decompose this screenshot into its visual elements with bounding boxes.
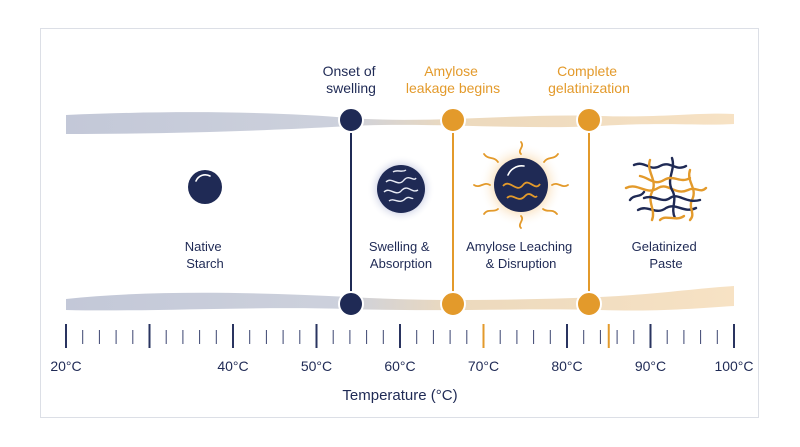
leakage-node-bottom (440, 291, 466, 317)
onset-node-bottom (338, 291, 364, 317)
onset-label: Onset of swelling (323, 63, 380, 96)
stage-label-gelatinized: Gelatinized Paste (632, 239, 701, 271)
tick-label: 20°C (50, 358, 81, 374)
onset-node-top (338, 107, 364, 133)
gel-network-icon (624, 156, 708, 222)
bottom-band (66, 286, 734, 311)
tick-label: 70°C (468, 358, 499, 374)
temperature-axis-ticks (65, 324, 735, 348)
stage-label-swelling: Swelling & Absorption (369, 239, 433, 271)
tick-label: 80°C (551, 358, 582, 374)
stage-label-native: Native Starch (185, 239, 225, 271)
tick-label: 100°C (714, 358, 753, 374)
axis-title: Temperature (°C) (342, 387, 457, 404)
leaching-granule-icon (473, 141, 569, 229)
native-granule-icon (188, 170, 222, 204)
complete-label: Complete gelatinization (548, 63, 630, 96)
leakage-label: Amylose leakage begins (406, 63, 500, 96)
stage-label-leaching: Amylose Leaching & Disruption (466, 239, 576, 271)
temperature-axis-labels: 20°C 40°C 50°C 60°C 70°C 80°C 90°C 100°C (50, 358, 753, 374)
top-band (66, 112, 734, 134)
tick-label: 40°C (217, 358, 248, 374)
leakage-node-top (440, 107, 466, 133)
complete-node-top (576, 107, 602, 133)
tick-label: 60°C (384, 358, 415, 374)
tick-label: 50°C (301, 358, 332, 374)
complete-node-bottom (576, 291, 602, 317)
diagram-frame (40, 28, 759, 418)
swollen-granule-icon (367, 155, 435, 223)
tick-label: 90°C (635, 358, 666, 374)
